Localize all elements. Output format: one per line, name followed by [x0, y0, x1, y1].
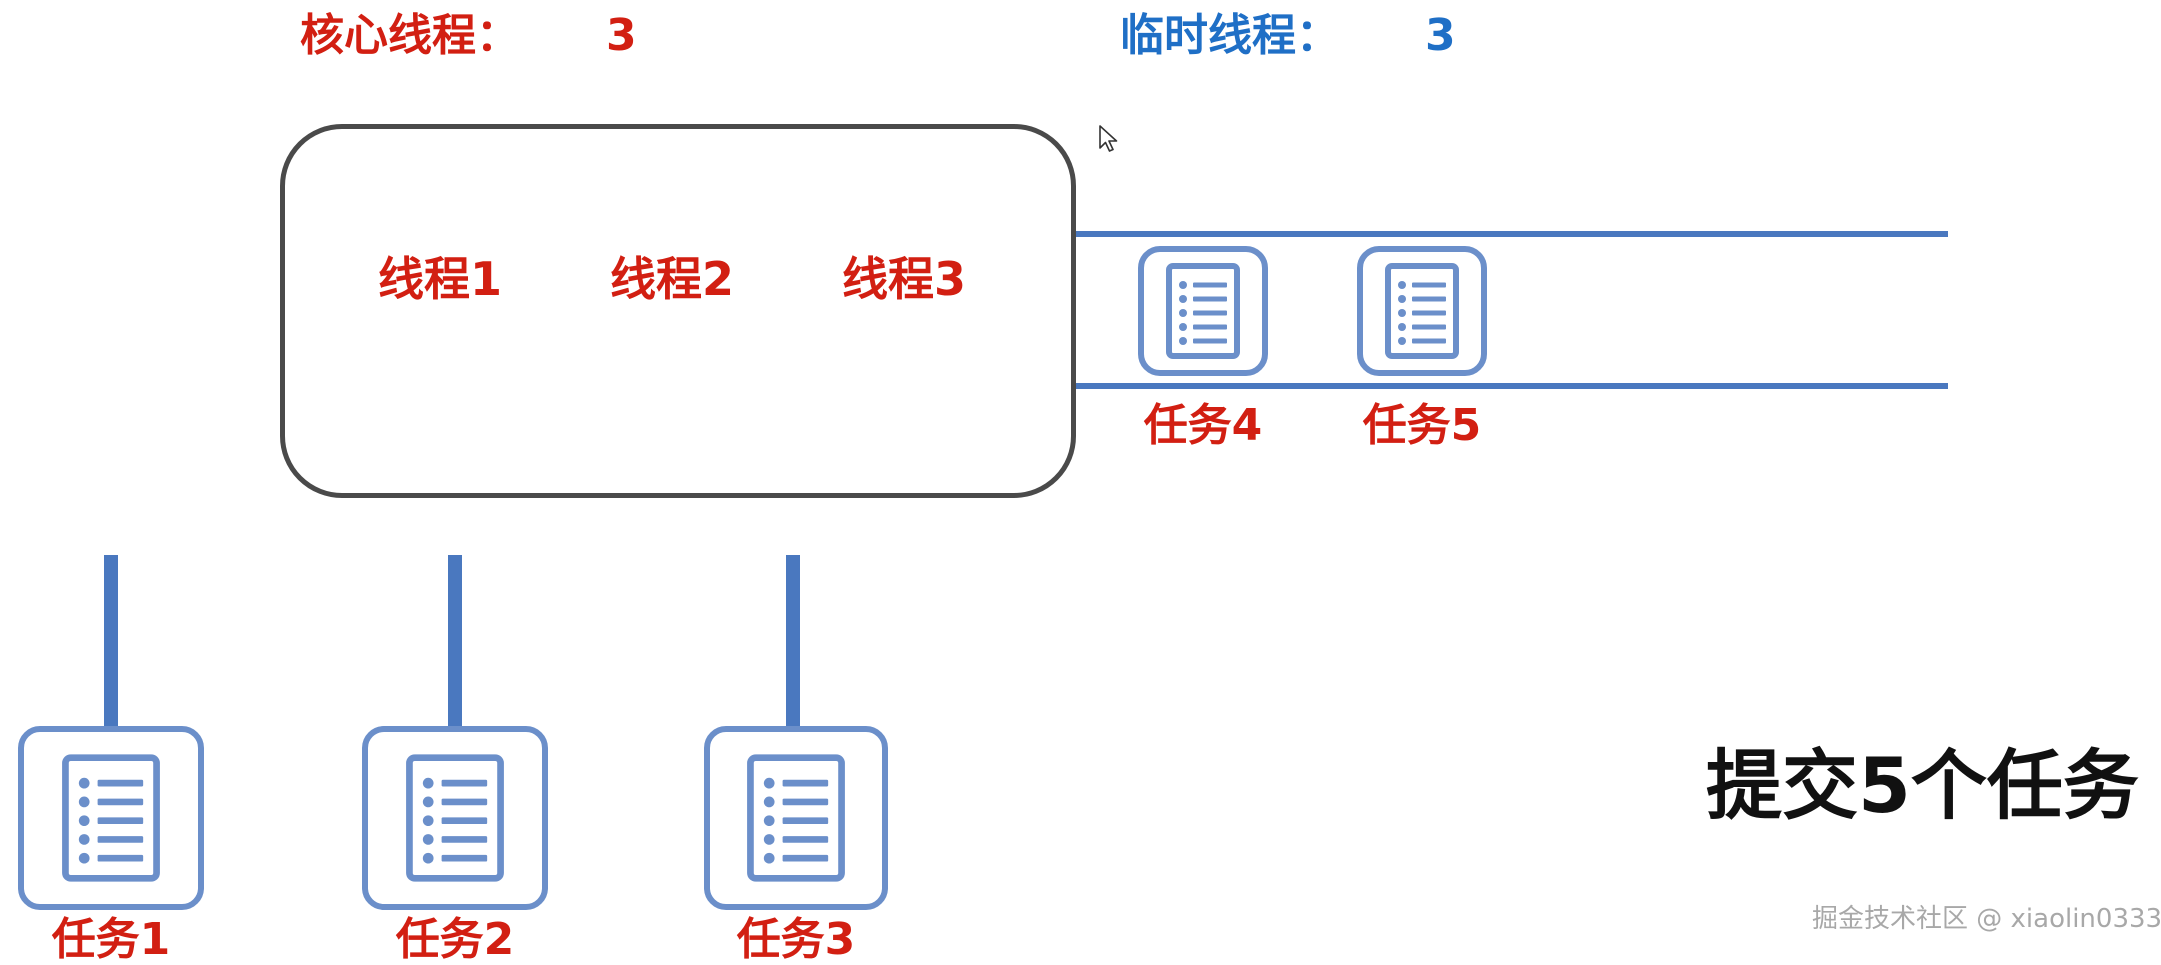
document-list-icon	[406, 754, 504, 882]
core-threads-value: 3	[606, 10, 637, 61]
queue-task-card-4	[1138, 246, 1268, 376]
thread-label-2: 线程2	[610, 252, 735, 306]
thread-label-1: 线程1	[378, 252, 503, 306]
caption-submit-tasks: 提交5个任务	[1706, 741, 2139, 830]
core-threads-label: 核心线程：	[300, 10, 520, 61]
thread-pool-box	[280, 124, 1076, 498]
temp-threads-value: 3	[1425, 10, 1456, 61]
document-list-icon	[62, 754, 160, 882]
queue-task-label-4: 任务4	[1143, 400, 1263, 451]
running-task-card-3	[704, 726, 888, 910]
running-task-card-2	[362, 726, 548, 910]
running-task-card-1	[18, 726, 204, 910]
connector-line-3	[786, 555, 800, 730]
document-list-icon	[747, 754, 845, 882]
queue-top-line	[1076, 231, 1948, 237]
running-task-label-2: 任务2	[395, 914, 515, 965]
mouse-cursor-icon	[1099, 125, 1118, 152]
document-list-icon	[1166, 263, 1240, 359]
running-task-label-3: 任务3	[736, 914, 856, 965]
connector-line-2	[448, 555, 462, 730]
queue-bottom-line	[1076, 383, 1948, 389]
thread-label-3: 线程3	[842, 252, 967, 306]
running-task-label-1: 任务1	[51, 914, 171, 965]
watermark: 掘金技术社区 @ xiaolin0333	[1812, 904, 2161, 934]
queue-task-label-5: 任务5	[1362, 400, 1482, 451]
queue-task-card-5	[1357, 246, 1487, 376]
temp-threads-label: 临时线程：	[1120, 10, 1340, 61]
connector-line-1	[104, 555, 118, 730]
document-list-icon	[1385, 263, 1459, 359]
